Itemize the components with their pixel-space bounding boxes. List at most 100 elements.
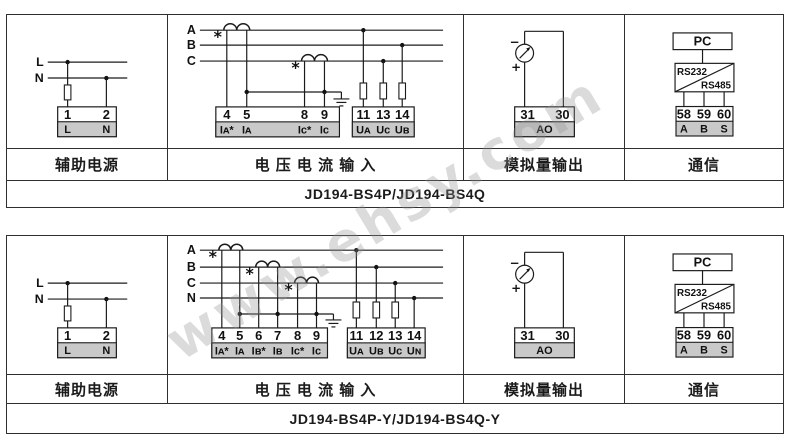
junction-dot: [314, 311, 319, 317]
terminal-label: Iᴄ: [312, 345, 321, 357]
ground-icon: [325, 313, 342, 328]
terminal-number: 1: [64, 107, 71, 122]
terminal-label: A: [680, 124, 688, 136]
voltage-current-panel: A B C N * * *: [168, 236, 464, 374]
terminal-number: 58: [677, 327, 691, 342]
terminal-number: 31: [520, 328, 534, 343]
minus-sign: −: [510, 256, 520, 270]
terminal-number: 59: [697, 327, 711, 342]
fuse-icon: [352, 301, 361, 319]
terminal-number: 2: [103, 328, 110, 343]
model-title: JD194-BS4P/JD194-BS4Q: [7, 181, 783, 207]
rs232-rs485-converter: RS232 RS485: [674, 283, 735, 314]
terminal-label: L: [64, 345, 71, 357]
terminal-label: Iᴄ*: [298, 124, 312, 136]
voltage-current-panel: A B C * *: [168, 15, 464, 148]
ct-c-icon: [293, 276, 320, 284]
junction-dot: [275, 311, 280, 317]
rs232-rs485-converter: RS232 RS485: [674, 62, 735, 93]
ct-b-icon: [254, 260, 281, 268]
terminal-label: Uʙ: [395, 124, 410, 136]
fuse-icon: [63, 84, 72, 101]
terminal-number: 13: [376, 107, 390, 122]
terminal-label: Uʙ: [369, 345, 384, 357]
panel-caption-aux: 辅助电源: [7, 148, 168, 181]
model-title: JD194-BS4P-Y/JD194-BS4Q-Y: [7, 404, 783, 433]
terminal-label: Uɴ: [407, 345, 422, 357]
terminal-number: 4: [223, 107, 231, 122]
junction-dot: [322, 89, 327, 95]
fuse-icon: [379, 82, 388, 100]
diagram-table-bs4p-y: L N 1 2 L N: [6, 235, 784, 434]
terminal-number: 14: [407, 328, 422, 343]
aux-terminal-block: 1 2 L N: [57, 327, 117, 359]
terminal-label: A: [680, 345, 688, 357]
line-label-l: L: [36, 55, 44, 69]
phase-label-n: N: [187, 291, 196, 305]
terminal-number: 8: [301, 107, 308, 122]
voltage-terminal-block: 11 13 14 Uᴀ Uᴄ Uʙ: [351, 106, 415, 138]
pc-label: PC: [694, 34, 712, 49]
rs232-label: RS232: [677, 288, 708, 299]
terminal-number: 14: [395, 107, 410, 122]
terminal-label: S: [721, 124, 728, 136]
aux-power-panel: L N 1 2 L N: [7, 15, 168, 148]
ct-polarity-mark: *: [284, 280, 293, 299]
terminal-label: Iᴀ*: [220, 124, 234, 136]
terminal-label: Iᴀ: [242, 124, 252, 136]
terminal-number: 11: [350, 328, 364, 343]
terminal-number: 30: [555, 328, 569, 343]
terminal-label: N: [102, 345, 110, 357]
phase-label-c: C: [187, 276, 196, 290]
phase-label-a: A: [187, 23, 196, 37]
ct-polarity-mark: *: [209, 247, 218, 266]
terminal-label: Iᴀ*: [215, 345, 229, 357]
terminal-number: 60: [717, 106, 731, 121]
panel-caption-ao: 模拟量输出: [464, 374, 625, 404]
communication-diagram: PC RS232 RS485 58 59 60 A: [672, 253, 735, 358]
junction-dot: [244, 89, 249, 95]
voltage-current-diagram: A B C N * * *: [187, 243, 444, 359]
plus-sign: +: [511, 281, 521, 295]
terminal-label: Iʙ*: [252, 345, 267, 357]
terminal-label: Uᴄ: [376, 124, 390, 136]
ct-polarity-mark: *: [246, 264, 255, 283]
aux-terminal-block: 1 2 L N: [57, 106, 117, 138]
terminal-number: 2: [103, 107, 110, 122]
analog-output-panel: − + 31 30 AO: [464, 15, 625, 148]
terminal-label: L: [64, 124, 71, 136]
voltage-terminal-block: 11 12 13 14 Uᴀ Uʙ Uᴄ Uɴ: [346, 327, 426, 359]
comm-terminal-block: 58 59 60 A B S: [675, 105, 734, 137]
junction-dot: [104, 75, 109, 81]
junction-dot: [237, 311, 242, 317]
ct-polarity-mark: *: [291, 58, 300, 77]
rs232-label: RS232: [677, 67, 708, 78]
ct-c-icon: [300, 53, 329, 62]
terminal-number: 8: [294, 328, 301, 343]
fuse-icon: [372, 301, 381, 319]
terminal-number: 5: [243, 107, 250, 122]
junction-dot: [65, 59, 70, 65]
ct-polarity-mark: *: [214, 27, 223, 46]
current-terminal-block: 4 5 8 9 Iᴀ* Iᴀ Iᴄ* Iᴄ: [215, 106, 341, 138]
terminal-label: Iᴄ*: [291, 345, 305, 357]
rs485-label: RS485: [701, 301, 732, 312]
terminal-number: 31: [520, 107, 534, 122]
ct-a-icon: [223, 22, 251, 31]
terminal-label: Iʙ: [273, 345, 283, 357]
phase-label-a: A: [187, 243, 196, 257]
terminal-label: Uᴀ: [349, 345, 364, 357]
voltage-current-diagram: A B C * *: [187, 22, 444, 138]
minus-sign: −: [510, 35, 520, 49]
meter-icon: [515, 264, 535, 284]
terminal-label: N: [102, 124, 110, 136]
rs485-label: RS485: [701, 80, 732, 91]
analog-output-panel: − + 31 30 AO: [464, 236, 625, 374]
terminal-label: Uᴄ: [388, 345, 402, 357]
aux-power-diagram: L N 1 2 L N: [35, 276, 128, 359]
terminal-label: Iᴄ: [320, 124, 329, 136]
panel-caption-vi: 电 压 电 流 输 入: [168, 374, 464, 404]
terminal-number: 9: [313, 328, 320, 343]
terminal-number: 60: [717, 327, 731, 342]
